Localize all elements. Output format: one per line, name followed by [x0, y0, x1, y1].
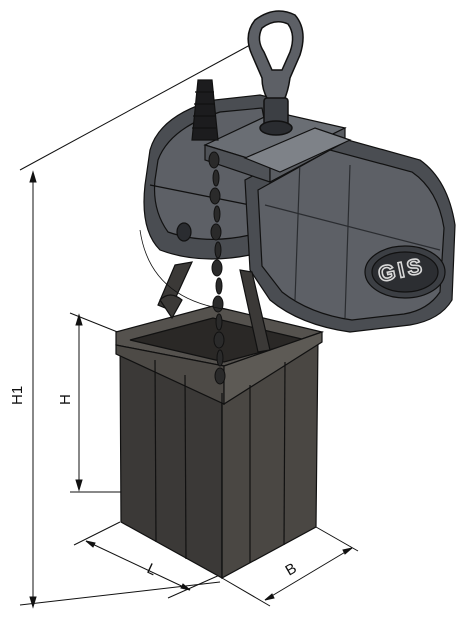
hoist-outline-ring	[139, 229, 231, 311]
dimension-h1	[19, 44, 251, 609]
suspension-hook	[247, 10, 304, 136]
control-box	[203, 111, 352, 183]
dimension-b-label: B	[283, 560, 300, 580]
dimension-b	[221, 526, 359, 607]
cable-strain-relief	[191, 79, 219, 141]
dimension-h1-label: H1	[9, 386, 26, 405]
dimension-h	[69, 312, 126, 493]
dimension-l	[73, 521, 223, 599]
hoist-motor-housing	[244, 134, 456, 333]
load-chain	[208, 151, 226, 385]
dimension-h-label: H	[57, 394, 74, 405]
dimension-l-label: L	[144, 560, 159, 579]
bag-hanger-straps	[157, 261, 271, 353]
